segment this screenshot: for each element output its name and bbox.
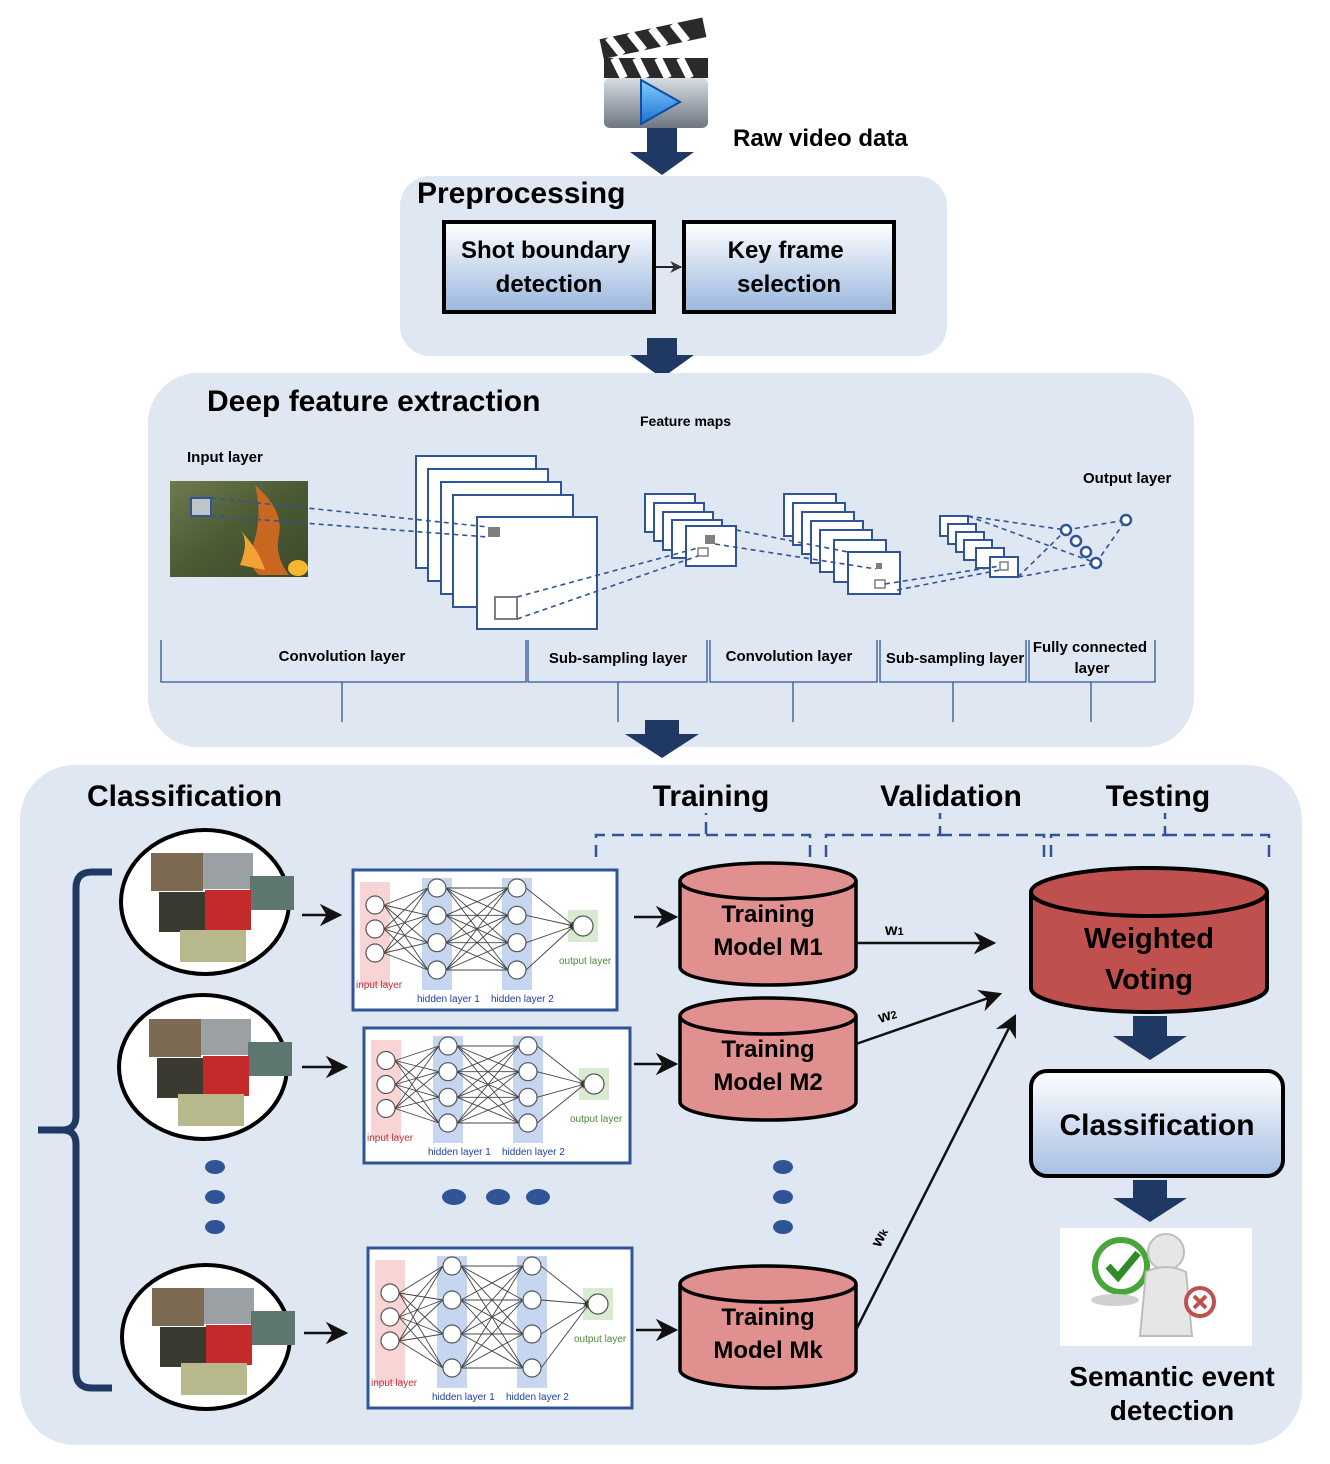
raw-video-label: Raw video data [733,125,908,152]
hidden-layer-2-text: hidden layer 2 [506,1392,569,1403]
flow-arrow-3 [625,720,699,758]
flow-arrow-4 [1113,1016,1187,1060]
subset-image-2 [117,993,292,1141]
output-neurons [1059,513,1133,570]
weight-arrows [854,931,1017,1331]
phase-training: Training [653,780,770,813]
subset-image-k [120,1263,295,1411]
hidden-layer-1-text: hidden layer 1 [417,994,480,1005]
flow-arrow-1 [630,128,694,175]
voting-line-1: Weighted [1084,923,1214,955]
key-frame-label: Key frame selection [728,237,851,298]
subsampling-2-maps [939,515,1019,578]
subset-image-1 [119,828,294,976]
neural-networks: input layer hidden layer 1 hidden layer 2 o… [351,868,634,1410]
ensemble-brace [38,868,112,1392]
decision-figure-icon [1060,1228,1252,1346]
output-layer-text: output layer [570,1114,623,1125]
classification-box-label: Classification [1059,1109,1254,1142]
flow-arrow-2 [630,338,694,378]
preprocessing-title: Preprocessing [417,177,625,210]
neural-network-2: input layer hidden layer 1 hidden layer 2 o… [362,1026,632,1165]
stage-label-5: Fully connected layer [1033,639,1151,677]
input-arrows [302,903,349,1345]
input-layer-label: Input layer [187,449,263,466]
hidden-layer-1-text: hidden layer 1 [428,1147,491,1158]
key-frame-box [682,220,896,314]
feature-extraction-panel [148,373,1194,747]
result-line-2: detection [1110,1395,1234,1426]
output-layer-text: output layer [574,1334,627,1345]
phase-validation: Validation [880,780,1022,813]
result-line-1: Semantic event [1069,1361,1274,1392]
conv-layer-2-maps [783,493,901,595]
model-label-line-1: Training [721,901,814,928]
weight-w2: w2 [875,1005,899,1027]
subsampling-1-maps [644,493,737,567]
hidden-layer-2-text: hidden layer 2 [491,994,554,1005]
feature-extraction-title: Deep feature extraction [207,385,540,418]
input-layer-text: input layer [371,1378,418,1389]
neural-network-1: input layer hidden layer 1 hidden layer 2 o… [351,868,619,1012]
stage-label-4: Sub-sampling layer [886,650,1025,667]
hidden-layer-1-text: hidden layer 1 [432,1392,495,1403]
weighted-voting-cylinder [1029,866,1269,1014]
model-label-line-2: Model M1 [713,934,822,961]
shot-boundary-box [442,220,656,314]
input-layer-text: input layer [367,1133,414,1144]
model-arrows [634,905,679,1342]
input-image [170,481,308,577]
feature-maps-label: Feature maps [640,413,731,429]
shot-boundary-label: Shot boundary detection [461,237,637,298]
phase-testing: Testing [1106,780,1210,813]
flow-arrow-5 [1113,1180,1187,1222]
ellipsis-dots [205,1160,793,1234]
output-layer-text: output layer [559,956,612,967]
weight-w1: w1 [884,922,904,939]
stage-braces [160,640,1156,722]
hidden-layer-2-text: hidden layer 2 [502,1147,565,1158]
output-layer-label: Output layer [1083,470,1172,487]
stage-label-2: Sub-sampling layer [549,650,688,667]
video-clapperboard-icon [599,17,708,128]
classification-title: Classification [87,780,282,813]
conv-layer-1-maps [415,455,598,630]
input-layer-text: input layer [356,980,403,991]
phase-brackets [594,813,1271,857]
model-label-line-1: Training [721,1036,814,1063]
voting-line-2: Voting [1105,964,1193,996]
classification-box [1029,1069,1285,1178]
model-label-line-2: Model M2 [713,1069,822,1096]
stage-label-1: Convolution layer [279,648,406,665]
cnn-connections [210,497,1127,620]
stage-label-3: Convolution layer [726,648,853,665]
model-label-line-1: Training [721,1304,814,1331]
model-label-line-2: Model Mk [713,1337,823,1364]
neural-network-3: input layer hidden layer 1 hidden layer 2 o… [366,1246,634,1410]
